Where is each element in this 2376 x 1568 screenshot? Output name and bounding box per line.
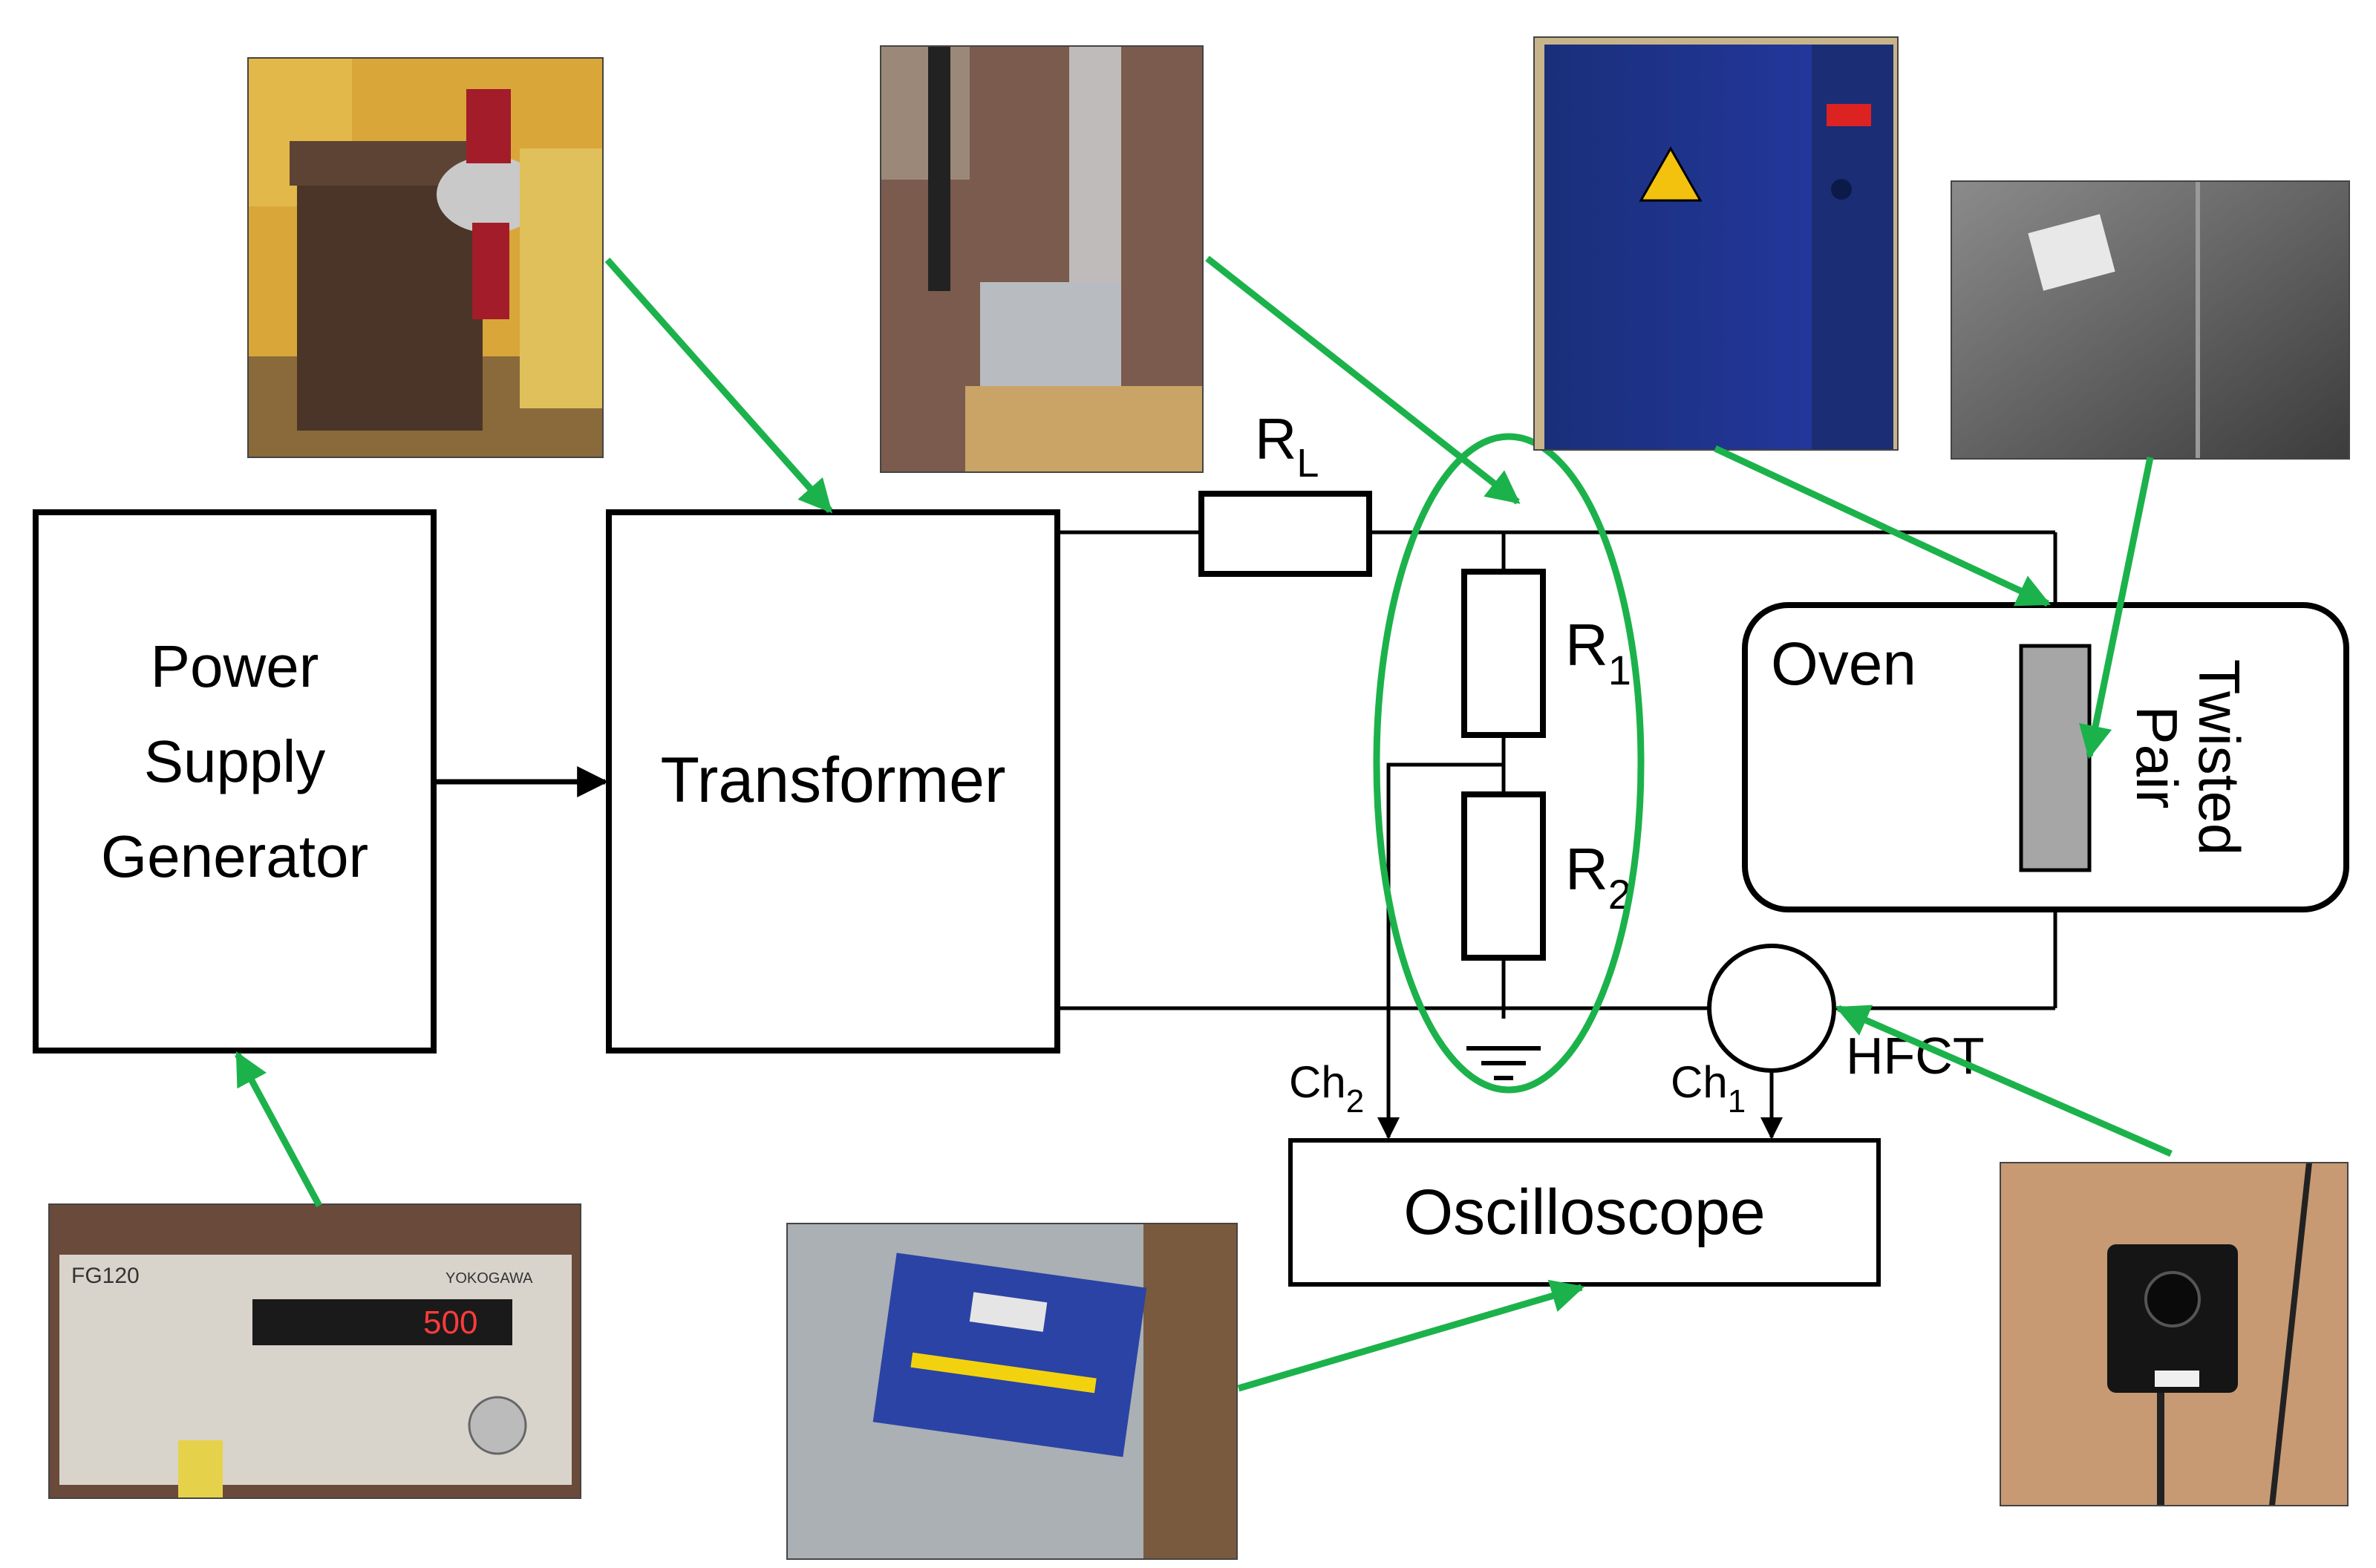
power-supply-label-line2: Supply: [144, 728, 326, 794]
power-supply-generator-block: Power Supply Generator: [33, 509, 437, 1054]
generator-brand: YOKOGAWA: [446, 1270, 533, 1287]
rl-label: R: [1255, 406, 1296, 471]
transformer-label: Transformer: [660, 745, 1005, 816]
voltage-divider-photo: [880, 45, 1204, 473]
annotation-arrows: [235, 255, 2173, 1392]
r2-label: R: [1565, 836, 1608, 902]
arrow-transformer-photo: [604, 258, 833, 514]
oscilloscope-block: Oscilloscope: [1288, 1138, 1881, 1287]
r1-label: R: [1565, 612, 1608, 678]
svg-text:R2: R2: [1565, 836, 1631, 918]
arrow-oven-interior-photo: [2079, 457, 2154, 760]
ch1-subscript: 1: [1728, 1083, 1746, 1120]
divider-highlight-ellipse: [1373, 433, 1645, 1094]
twisted-pair-label-line2: Pair: [2124, 706, 2190, 809]
oven-interior-photo: [1951, 180, 2350, 460]
load-resistor-rl: RL: [1198, 406, 1372, 577]
ground-symbol: [1466, 1046, 1541, 1080]
arrow-oven-photo: [1714, 445, 2052, 607]
ch2-label: Ch: [1289, 1057, 1346, 1107]
transformer-photo: [247, 57, 604, 458]
power-supply-label-line3: Generator: [101, 823, 368, 889]
ch2-probe-line: [1377, 762, 1504, 1140]
transformer-block: Transformer: [606, 509, 1060, 1054]
oscilloscope-label: Oscilloscope: [1403, 1177, 1766, 1248]
digitizer-photo: [786, 1223, 1238, 1560]
ch1-label: Ch: [1671, 1057, 1728, 1107]
power-supply-label-line1: Power: [151, 633, 319, 699]
hfct-sensor: [1707, 944, 1836, 1140]
generator-model: FG120: [71, 1264, 140, 1288]
arrow-digitizer-photo: [1237, 1279, 1585, 1392]
svg-text:Ch1: Ch1: [1671, 1057, 1746, 1120]
svg-text:RL: RL: [1255, 406, 1319, 486]
ch2-subscript: 2: [1346, 1083, 1364, 1120]
oven-block: Oven Twisted Pair: [1742, 602, 2349, 912]
oven-label: Oven: [1771, 630, 1916, 698]
resistor-r1: R1: [1461, 569, 1631, 738]
arrow-hfct-photo: [1835, 1004, 2173, 1157]
rl-subscript: L: [1296, 441, 1319, 486]
hfct-label: HFCT: [1846, 1027, 1985, 1085]
oven-photo: [1533, 36, 1899, 451]
svg-text:Ch2: Ch2: [1289, 1057, 1364, 1120]
generator-readout: 500: [423, 1304, 477, 1341]
hfct-sensor-photo: [2000, 1162, 2349, 1506]
r1-subscript: 1: [1608, 647, 1631, 693]
twisted-pair-label-line1: Twisted: [2187, 659, 2252, 855]
arrow-divider-photo: [1205, 255, 1521, 505]
function-generator-photo: 500 FG120 YOKOGAWA: [48, 1203, 581, 1499]
resistor-r2: R2: [1461, 791, 1631, 961]
arrow-generator-photo: [235, 1051, 322, 1208]
twisted-pair-sample: [2019, 644, 2092, 872]
svg-text:R1: R1: [1565, 612, 1631, 693]
